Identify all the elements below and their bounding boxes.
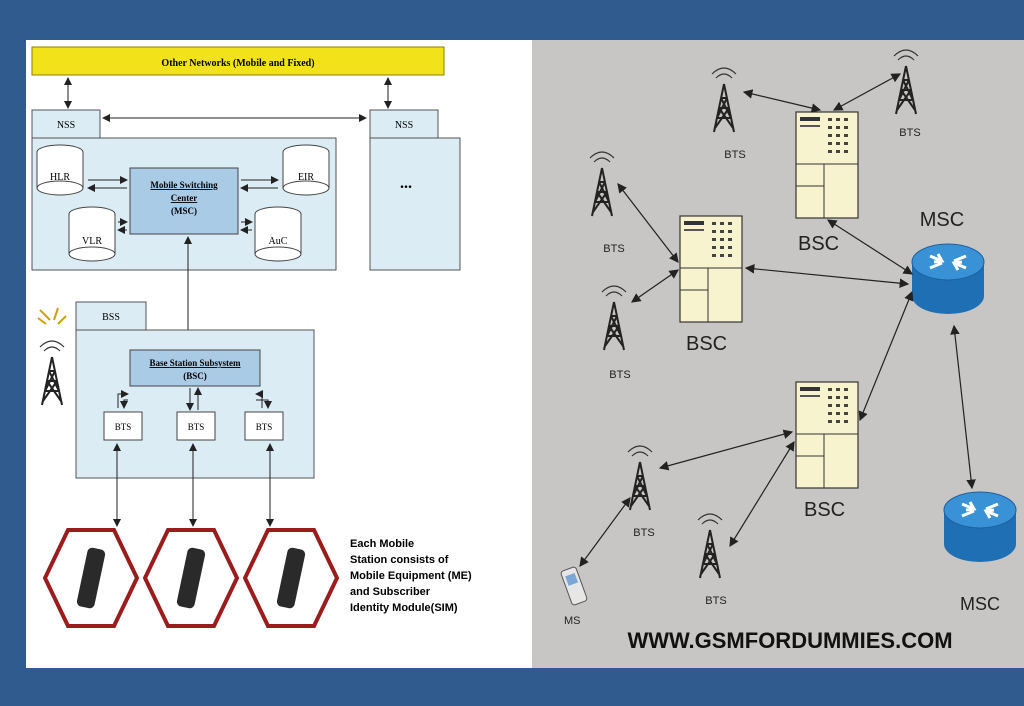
bsc-unit-middle [679, 215, 743, 323]
eir-database [282, 144, 330, 196]
ms-note: Each Mobile Station consists of Mobile E… [350, 538, 472, 614]
hlr-database [36, 144, 84, 196]
bss-tab [75, 301, 147, 331]
ms-note-line-2: Station consists of [350, 554, 449, 566]
bts-label-1: BTS [115, 422, 132, 432]
vlr-database [68, 206, 116, 262]
msc-router-icon [942, 490, 1018, 564]
bss-label: BSS [102, 312, 120, 323]
mobile-station-3 [242, 528, 340, 628]
eir-label: EIR [298, 172, 314, 183]
bts-label-left-2: BTS [609, 369, 630, 381]
bts-tower-icon [697, 513, 723, 579]
bsc-unit-top [795, 111, 859, 219]
phone-icon [176, 547, 206, 609]
signal-icon [37, 307, 67, 325]
nss-label-2: NSS [395, 120, 413, 131]
bts-label-bottom-2: BTS [705, 595, 726, 607]
ellipsis: ... [400, 175, 412, 192]
phone-icon [76, 547, 106, 609]
ms-note-line-3: Mobile Equipment (ME) [350, 570, 472, 582]
bts-tower-icon [627, 445, 653, 511]
auc-database [254, 206, 302, 262]
auc-label: AuC [269, 236, 288, 247]
bsc-title-2: (BSC) [183, 371, 207, 381]
bsc-unit-bottom [795, 381, 859, 489]
ms-note-line-4: and Subscriber [350, 586, 431, 598]
bts-ms-links [113, 443, 274, 527]
bts-label-top: BTS [724, 149, 745, 161]
bsc-label-bottom: BSC [804, 499, 845, 521]
bts-box-3 [244, 411, 284, 441]
bts-box-2 [176, 411, 216, 441]
bts-box-1 [103, 411, 143, 441]
mobile-station-2 [142, 528, 240, 628]
bts-tower-icon [589, 151, 615, 217]
msc-box [129, 167, 239, 235]
nss-box-2 [369, 137, 461, 271]
bsc-title-1: Base Station Subsystem [149, 358, 241, 368]
bsc-label-top: BSC [798, 233, 839, 255]
phone-icon [276, 547, 306, 609]
nss-label: NSS [57, 120, 75, 131]
ms-screen-icon [565, 573, 579, 586]
msc-router-icon [910, 242, 986, 316]
left-tower-icon [39, 340, 65, 406]
bsc-box [129, 349, 261, 387]
other-networks-bar [31, 46, 445, 76]
msc-title-2: Center [171, 193, 198, 203]
vlr-label: VLR [82, 236, 102, 247]
bts-label-top-right: BTS [899, 127, 920, 139]
bts-label-bottom-1: BTS [633, 527, 654, 539]
nss-internal-links [87, 176, 279, 234]
msc-label-bottom: MSC [960, 594, 1000, 614]
network-links [579, 73, 976, 567]
ms-note-line-5: Identity Module(SIM) [350, 602, 458, 614]
bsc-label-middle: BSC [686, 333, 727, 355]
msc-title-1: Mobile Switching [150, 180, 218, 190]
ms-label: MS [564, 615, 581, 627]
nss-tab-2 [369, 109, 439, 139]
bts-label-3: BTS [256, 422, 273, 432]
msc-title-3: (MSC) [171, 206, 197, 216]
hlr-label: HLR [50, 172, 70, 183]
bts-label-left-1: BTS [603, 243, 624, 255]
msc-label-top: MSC [920, 209, 964, 231]
bsc-bts-links [117, 387, 272, 411]
watermark: WWW.GSMFORDUMMIES.COM [627, 628, 952, 653]
ms-note-line-1: Each Mobile [350, 538, 414, 550]
bts-label-2: BTS [188, 422, 205, 432]
bts-tower-icon [893, 49, 919, 115]
bts-tower-icon [711, 67, 737, 133]
other-networks-label: Other Networks (Mobile and Fixed) [161, 58, 314, 69]
mobile-station-1 [42, 528, 140, 628]
ms-phone-icon [560, 566, 588, 606]
bts-tower-icon [601, 285, 627, 351]
